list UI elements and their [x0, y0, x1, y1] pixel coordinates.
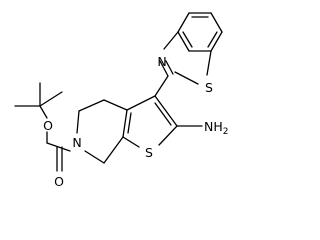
atom-label-s-thiophene: S — [145, 145, 153, 160]
chemical-structure-diagram: S N NH2 S N O O — [14, 12, 228, 189]
bond — [39, 91, 63, 107]
atom-label-o-ester: O — [43, 118, 53, 133]
bond — [159, 60, 169, 77]
bond — [39, 105, 48, 119]
bond — [210, 31, 223, 52]
bonds — [14, 12, 223, 172]
bond — [122, 109, 128, 138]
bond — [103, 136, 124, 164]
atom-label-s-thiazole: S — [205, 80, 213, 95]
bond-inner — [165, 60, 174, 75]
bond — [78, 99, 105, 112]
bond — [174, 71, 199, 85]
bond — [126, 95, 156, 111]
bond — [210, 12, 223, 33]
bond — [46, 142, 71, 152]
bond — [158, 125, 178, 146]
atom-label-amino: NH2 — [204, 119, 228, 137]
bond — [206, 50, 212, 76]
atom-label-amino-subscript: 2 — [223, 127, 229, 137]
bond — [177, 31, 190, 52]
bond — [154, 95, 178, 127]
bond — [84, 150, 105, 164]
bond — [163, 31, 179, 50]
atom-label-n-ring: N — [72, 135, 81, 150]
bond — [122, 136, 140, 148]
atom-label-amino-main: NH — [204, 119, 223, 134]
atom-labels: S N NH2 S N O O — [43, 54, 228, 189]
bond-inner — [207, 31, 218, 48]
bond — [177, 12, 190, 33]
bond-inner — [127, 112, 132, 134]
bond — [76, 110, 80, 134]
bond — [154, 75, 169, 97]
bond — [103, 99, 128, 111]
bond-inner — [154, 102, 172, 126]
atom-label-o-carbonyl: O — [54, 174, 64, 189]
atom-label-n-thiazole: N — [157, 54, 166, 69]
bond-inner — [182, 31, 193, 48]
